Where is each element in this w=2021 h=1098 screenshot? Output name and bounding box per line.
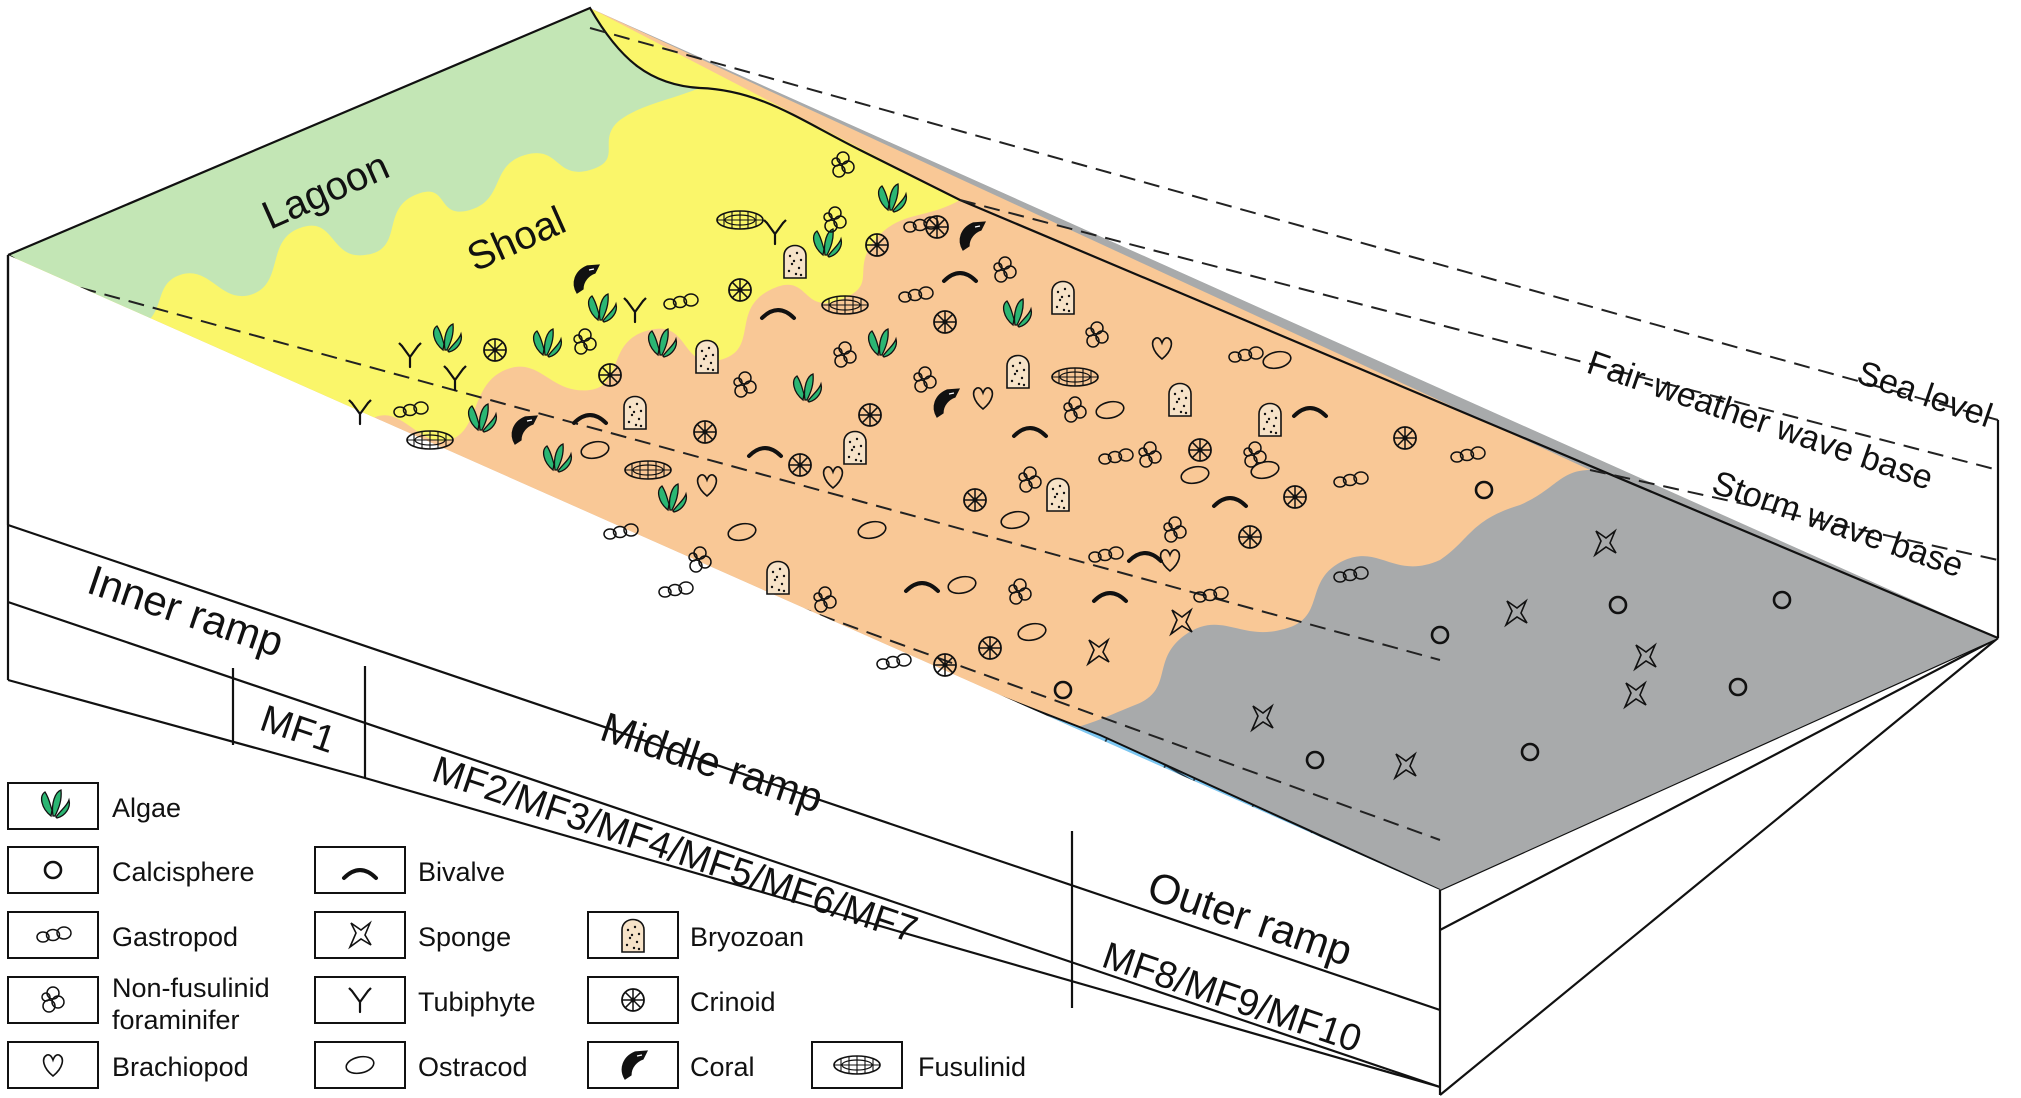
crinoid-icon — [621, 988, 645, 1012]
legend-item-calcisphere: Calcisphere — [7, 846, 255, 894]
legend-item-algae: Algae — [7, 782, 181, 830]
legend-label: Ostracod — [418, 1052, 528, 1082]
legend-item-tubiphyte: Tubiphyte — [314, 976, 536, 1024]
fusulinid-icon — [833, 1055, 881, 1075]
sea-level-label: Sea level — [1852, 354, 1997, 435]
legend: Algae Calcisphere Gastropod Non-fusulini… — [7, 782, 1026, 1089]
legend-label: Bryozoan — [690, 922, 804, 952]
legend-label: Non-fusulinid — [112, 973, 270, 1003]
legend-label: Crinoid — [690, 987, 776, 1017]
legend-label: Brachiopod — [112, 1052, 249, 1082]
legend-item-bivalve: Bivalve — [314, 846, 505, 894]
shoal-zone — [8, 8, 960, 442]
legend-item-ostracod: Ostracod — [314, 1041, 528, 1089]
legend-item-gastropod: Gastropod — [7, 911, 238, 959]
legend-label: Gastropod — [112, 922, 238, 952]
legend-label: Tubiphyte — [418, 987, 536, 1017]
legend-label: Algae — [112, 793, 181, 823]
legend-label: Fusulinid — [918, 1052, 1026, 1082]
legend-item-brachiopod: Brachiopod — [7, 1041, 249, 1089]
legend-label: Sponge — [418, 922, 511, 952]
legend-item-sponge: Sponge — [314, 911, 511, 959]
legend-item-bryozoan: Bryozoan — [587, 911, 804, 959]
legend-item-fusulinid: Fusulinid — [811, 1041, 1026, 1089]
bryozoan-icon — [621, 918, 645, 953]
legend-label-line2: foraminifer — [112, 1005, 240, 1035]
legend-item-foraminifer: Non-fusulinid foraminifer — [7, 973, 270, 1035]
legend-item-crinoid: Crinoid — [587, 976, 776, 1024]
legend-label: Calcisphere — [112, 857, 255, 887]
legend-label: Coral — [690, 1052, 755, 1082]
legend-label: Bivalve — [418, 857, 505, 887]
lagoon-zone — [8, 8, 700, 332]
legend-item-coral: Coral — [587, 1041, 755, 1089]
